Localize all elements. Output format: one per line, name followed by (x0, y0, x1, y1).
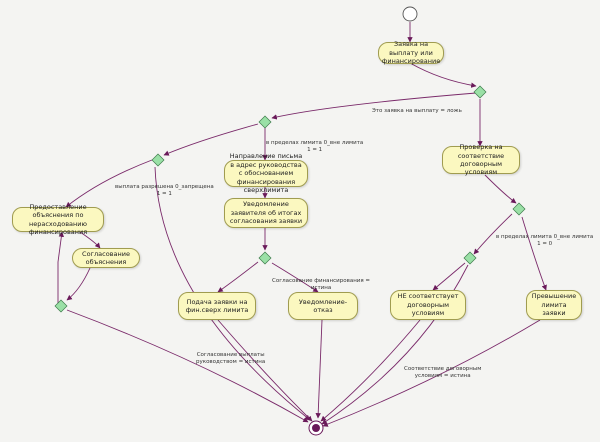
node-check-contract: Проверка на соответствие договорным усло… (442, 143, 520, 176)
edge-d5-explain (57, 231, 65, 305)
edge-d7-end (321, 264, 469, 425)
edge-request-d1 (409, 62, 477, 88)
label-payment-approval: Согласование выплаты руководством = исти… (196, 352, 266, 365)
label-within-limit-1: в пределах лимита 0_вне лимита 1 = 1 (266, 140, 364, 153)
edge-explain-approve (79, 231, 101, 249)
edge-notmatch-end (320, 319, 421, 422)
edge-d6-d7 (473, 213, 513, 255)
edge-submit-end (217, 319, 313, 422)
decision-d6 (512, 202, 526, 216)
node-exceed: Превышение лимита заявки (526, 290, 582, 320)
decision-d2 (258, 115, 272, 129)
node-submit-over: Подача заявки на фин.сверх лимита (178, 292, 256, 320)
edge-d1-d2 (271, 92, 477, 120)
start-node (402, 6, 418, 22)
edge-d6-exceed (521, 216, 547, 291)
decision-d7 (463, 251, 477, 265)
decision-d3 (151, 153, 165, 167)
edge-exceed-end (322, 319, 541, 427)
edge-check-d6 (484, 174, 517, 204)
node-notify-refuse: Уведомление-отказ (288, 292, 358, 320)
node-explain: Предоставление объяснения по нерасходова… (12, 203, 104, 236)
label-within-limit-2: в пределах лимита 0_вне лимита 1 = 0 (496, 234, 594, 247)
edge-d7-notmatch (432, 262, 466, 291)
decision-d5 (54, 299, 68, 313)
node-request: Заявка на выплату или финансирование (378, 40, 444, 65)
end-node-inner (312, 424, 320, 432)
label-payment-allowed: выплата разрешена 0_запрещена 1 = 1 (115, 184, 214, 197)
edge-approve-d5 (66, 267, 91, 301)
node-not-match: НЕ соответствует договорным условиям (390, 290, 466, 320)
node-approve-explain: Согласование объяснения (72, 248, 140, 268)
edge-d5-end (66, 309, 309, 423)
edge-d4-submit (217, 261, 259, 293)
edge-d3-explain (65, 159, 153, 208)
node-letter: Направление письма в адрес руководства с… (224, 152, 308, 194)
edge-d2-d3 (163, 123, 259, 156)
label-not-payment: Это заявка на выплату = ложь (372, 108, 462, 114)
node-notify: Уведомление заявителя об итогах согласов… (224, 198, 308, 228)
label-fin-approval: Согласование финансирования = истина (272, 278, 371, 291)
edge-refuse-end (315, 319, 323, 419)
edge-d4-refuse (271, 262, 319, 293)
decision-d1 (473, 85, 487, 99)
label-contract-match: Соответствие договорным условиям = истин… (404, 366, 482, 379)
decision-d4 (258, 251, 272, 265)
